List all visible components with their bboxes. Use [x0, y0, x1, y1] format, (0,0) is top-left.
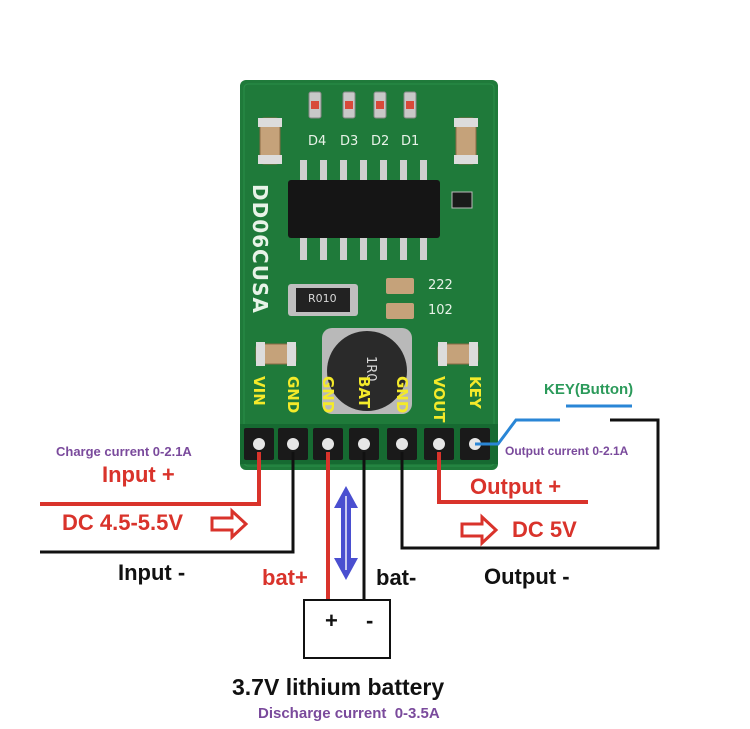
key-button-label: KEY(Button) [544, 381, 634, 398]
output-current-label: Output current 0-2.1A [505, 444, 629, 458]
pin-label-bat: BAT [355, 376, 373, 409]
discharge-current-label: Discharge current 0-3.5A [258, 705, 440, 722]
dc-output-label: DC 5V [512, 517, 577, 542]
input-minus-label: Input - [118, 560, 186, 585]
wire-input-minus [40, 452, 295, 554]
capacitor-code-222: 222 [428, 278, 453, 293]
led-label-d1: D1 [401, 134, 420, 149]
led-label-d4: D4 [308, 134, 327, 149]
capacitor-right-bottom [437, 342, 479, 366]
pin-label-key: KEY [466, 376, 484, 409]
bidirectional-arrow-icon [334, 486, 358, 580]
wire-output-minus [400, 418, 660, 550]
charge-current-label: Charge current 0-2.1A [56, 444, 192, 459]
wire-input-plus [40, 452, 261, 506]
board-model-label: DD06CUSA [248, 184, 272, 314]
current-sense-resistor [288, 284, 358, 316]
led-row [308, 91, 417, 119]
output-minus-label: Output - [484, 564, 570, 589]
wire-key [475, 418, 560, 446]
capacitor-code-102: 102 [428, 303, 453, 318]
battery-plus-label: + [325, 608, 338, 633]
small-resistor [451, 191, 473, 209]
dc-input-label: DC 4.5-5.5V [62, 510, 184, 535]
capacitor-left-top [258, 117, 282, 165]
output-arrow-icon [460, 513, 499, 547]
header-pins [240, 424, 498, 464]
pin-label-gnd-1: GND [284, 376, 302, 414]
capacitor-right-top [454, 117, 478, 165]
inductor [322, 328, 412, 414]
capacitor-222 [386, 278, 414, 294]
pin-label-gnd-2: GND [319, 376, 337, 414]
pin-label-vin: VIN [250, 376, 268, 406]
capacitor-102 [386, 303, 414, 319]
pin-label-gnd-3: GND [393, 376, 411, 414]
led-label-d3: D3 [340, 134, 359, 149]
input-plus-label: Input + [102, 462, 175, 487]
input-arrow-icon [210, 507, 249, 541]
bat-minus-label: bat- [376, 565, 417, 590]
pin-label-vout: VOUT [430, 376, 448, 423]
capacitor-left-bottom [255, 342, 297, 366]
battery-name-label: 3.7V lithium battery [232, 674, 445, 700]
output-plus-label: Output + [470, 474, 562, 499]
wire-output-plus [437, 452, 588, 504]
bat-plus-label: bat+ [262, 565, 308, 590]
battery-minus-label: - [366, 608, 374, 633]
resistor-code: R010 [308, 292, 337, 305]
led-label-d2: D2 [371, 134, 390, 149]
ic-chip [288, 160, 440, 260]
battery-box [303, 599, 391, 659]
